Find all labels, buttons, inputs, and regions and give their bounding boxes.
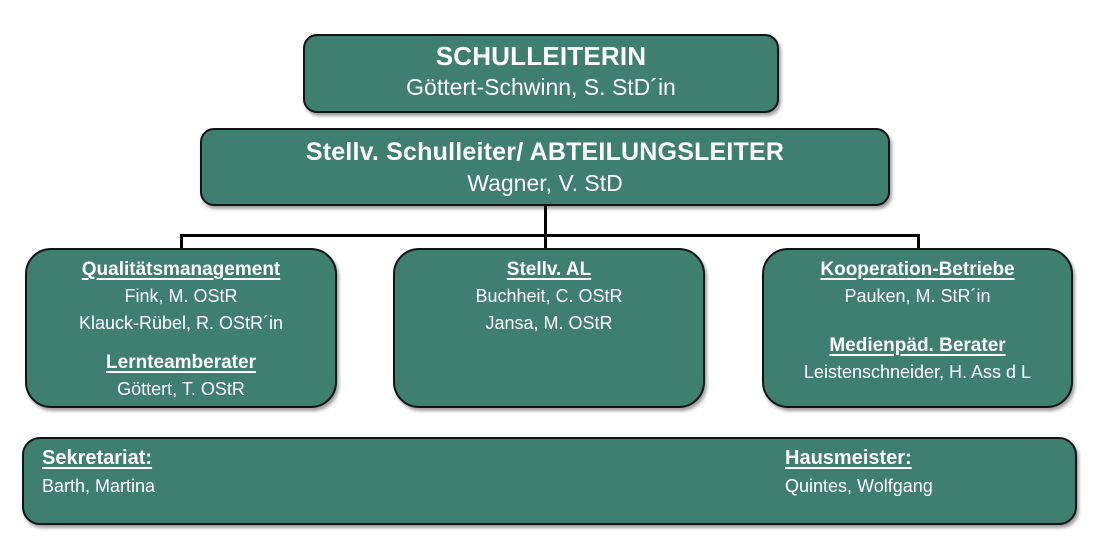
node-qualitaetsmanagement: Qualitätsmanagement Fink, M. OStR Klauck…	[25, 248, 337, 408]
connector-stub-left	[180, 236, 183, 249]
node-person: Wagner, V. StD	[467, 170, 623, 196]
section-title: Sekretariat:	[42, 447, 153, 469]
support-column-hausmeister: Hausmeister: Quintes, Wolfgang	[785, 444, 933, 500]
section-title: Lernteamberater	[106, 352, 256, 373]
connector-stub-right	[917, 236, 920, 249]
member-name: Pauken, M. StR´in	[844, 286, 991, 306]
node-support-strip: Sekretariat: Barth, Martina Hausmeister:…	[22, 437, 1077, 525]
section-spacer	[764, 310, 1071, 332]
member-name: Klauck-Rübel, R. OStR´in	[78, 313, 284, 333]
node-title: SCHULLEITERIN	[435, 41, 647, 71]
node-schulleiterin: SCHULLEITERIN Göttert-Schwinn, S. StD´in	[303, 34, 779, 113]
member-name: Barth, Martina	[42, 476, 156, 496]
connector-horizontal	[180, 234, 920, 237]
section-title: Medienpäd. Berater	[829, 335, 1006, 356]
section-title: Kooperation-Betriebe	[820, 259, 1015, 280]
section-spacer	[27, 337, 335, 349]
member-name: Fink, M. OStR	[124, 286, 238, 306]
node-stellv-schulleiter: Stellv. Schulleiter/ ABTEILUNGSLEITER Wa…	[200, 128, 890, 206]
section-title: Hausmeister:	[785, 447, 912, 469]
section-title: Stellv. AL	[506, 259, 592, 280]
member-name: Jansa, M. OStR	[485, 313, 613, 333]
node-person: Göttert-Schwinn, S. StD´in	[406, 74, 676, 100]
node-kooperation-betriebe: Kooperation-Betriebe Pauken, M. StR´in M…	[762, 248, 1073, 408]
connector-stem	[544, 206, 547, 236]
node-stellv-al: Stellv. AL Buchheit, C. OStR Jansa, M. O…	[393, 248, 705, 408]
member-name: Göttert, T. OStR	[117, 379, 245, 399]
member-name: Leistenschneider, H. Ass d L	[803, 362, 1032, 382]
section-title: Qualitätsmanagement	[81, 259, 281, 280]
member-name: Buchheit, C. OStR	[475, 286, 623, 306]
node-title: Stellv. Schulleiter/ ABTEILUNGSLEITER	[305, 138, 785, 166]
support-column-sekretariat: Sekretariat: Barth, Martina	[42, 444, 155, 500]
connector-stub-middle	[544, 236, 547, 249]
member-name: Quintes, Wolfgang	[785, 476, 933, 496]
